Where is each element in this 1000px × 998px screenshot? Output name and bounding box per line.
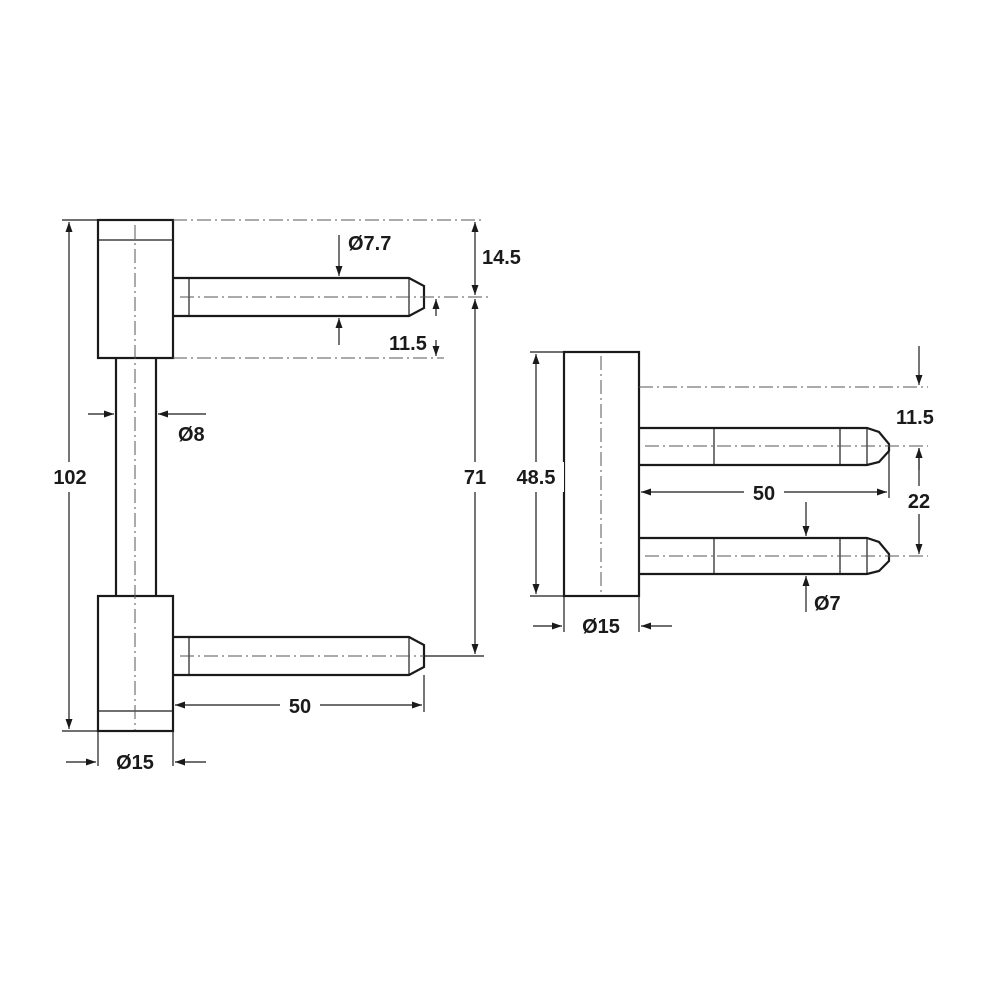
label-22: 22 xyxy=(908,491,930,513)
label-102: 102 xyxy=(53,467,86,489)
label-body-diameter-15-right: Ø15 xyxy=(582,616,620,638)
label-71: 71 xyxy=(464,467,486,489)
left-top-body xyxy=(96,218,175,360)
label-14-5: 14.5 xyxy=(482,247,521,269)
label-11-5: 11.5 xyxy=(389,333,427,355)
left-hinge-view: 102 Ø7.7 14.5 11.5 Ø8 71 50 Ø15 xyxy=(46,218,521,774)
label-50-left: 50 xyxy=(289,696,311,718)
label-48-5: 48.5 xyxy=(517,467,556,489)
right-hinge-view: 48.5 11.5 22 50 Ø7 Ø15 xyxy=(508,346,940,638)
label-body-diameter-15-left: Ø15 xyxy=(116,752,154,774)
label-pin-diameter-7-7: Ø7.7 xyxy=(348,233,391,255)
label-shaft-diameter-8: Ø8 xyxy=(178,424,205,446)
label-pin-diameter-7: Ø7 xyxy=(814,593,841,615)
label-50-right: 50 xyxy=(753,483,775,505)
label-11-5-right: 11.5 xyxy=(896,407,934,429)
